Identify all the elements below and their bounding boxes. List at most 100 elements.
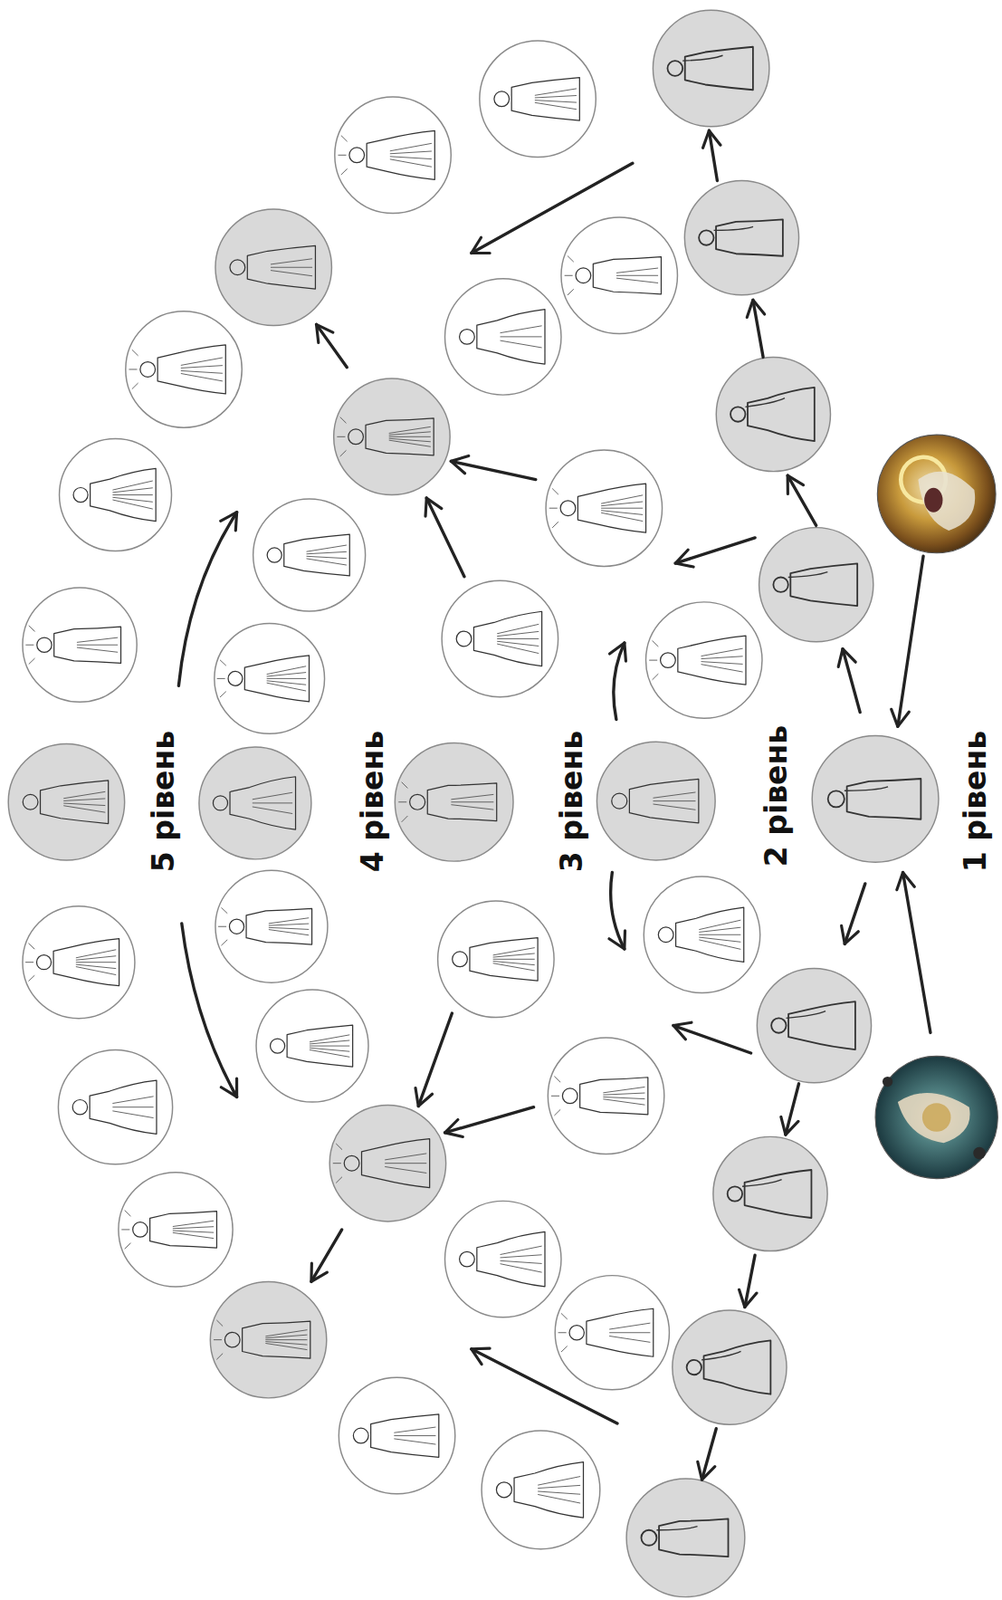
- flow-arrow: [450, 460, 536, 479]
- sketch-fold: [384, 1162, 427, 1164]
- sketch-head: [410, 793, 426, 810]
- sketch-circle: [445, 278, 562, 395]
- sketch-circle: [811, 735, 939, 863]
- sketch-fold: [616, 267, 659, 273]
- flow-arrow: [785, 1083, 800, 1135]
- sketch-circle: [329, 1104, 446, 1221]
- sketch-circle: [334, 378, 450, 495]
- sketch-body: [427, 782, 497, 821]
- costume-sketch: [394, 742, 514, 861]
- flow-arrow: [178, 512, 237, 687]
- sketch-circle: [479, 40, 596, 157]
- sketch-head: [72, 1098, 87, 1114]
- photo-circle: [875, 1055, 998, 1178]
- sketch-circle: [57, 1049, 172, 1165]
- costume-sketch: [596, 741, 716, 860]
- sketch-head: [730, 406, 745, 421]
- level-label: 2 рівень: [757, 725, 793, 867]
- sketch-halo: [121, 1210, 131, 1250]
- sketch-halo: [218, 906, 228, 945]
- sketch-body: [242, 1320, 311, 1358]
- sketch-fold: [112, 1106, 153, 1107]
- sketch-fold: [181, 365, 223, 369]
- sketch-body: [371, 1413, 439, 1458]
- sketch-head: [569, 1325, 584, 1340]
- sketch-fold: [76, 955, 116, 961]
- sketch-fold: [500, 340, 543, 348]
- photo-halo: [922, 1102, 952, 1132]
- sketch-head: [212, 795, 228, 811]
- sketch-fold: [172, 1231, 214, 1238]
- sketch-fold: [393, 1434, 436, 1436]
- sketch-head: [452, 951, 468, 967]
- sketch-body: [365, 418, 434, 456]
- sketch-fold: [306, 544, 347, 552]
- sketch-body: [469, 937, 538, 982]
- sketch-body: [89, 1079, 157, 1134]
- flow-arrow: [181, 923, 238, 1098]
- photo-planet: [882, 1076, 893, 1087]
- sketch-head: [456, 630, 472, 647]
- sketch-fold: [788, 572, 829, 578]
- sketch-fold: [309, 1045, 350, 1047]
- sketch-fold: [493, 963, 535, 971]
- sketch-fold: [112, 1096, 153, 1104]
- sketch-fold: [496, 638, 539, 640]
- sketch-circle: [596, 741, 716, 860]
- sketch-fold: [76, 644, 118, 646]
- sketch-fold: [384, 1153, 427, 1160]
- sketch-fold: [609, 1322, 650, 1329]
- flow-arrow: [753, 299, 764, 357]
- sketch-halo: [551, 1076, 561, 1116]
- sketch-body: [790, 563, 858, 606]
- sketch-halo: [648, 639, 659, 679]
- sketch-fold: [537, 1490, 581, 1494]
- sketch-head: [229, 918, 244, 934]
- sketch-fold: [63, 805, 105, 812]
- costume-sketch: [215, 209, 332, 325]
- sketch-fold: [701, 1350, 742, 1360]
- flow-arrow: [471, 162, 633, 253]
- costume-sketch: [215, 869, 328, 983]
- sketch-halo: [336, 417, 346, 457]
- sketch-body: [90, 467, 157, 521]
- costume-sketch: [199, 746, 312, 859]
- sketch-head: [560, 500, 576, 516]
- flow-arrow: [675, 537, 755, 564]
- sketch-body: [788, 1001, 856, 1050]
- photo-figure: [917, 471, 975, 531]
- sketch-fold: [181, 357, 223, 365]
- sketch-fold: [609, 1335, 650, 1342]
- sketch-body: [747, 387, 815, 441]
- sketch-head: [494, 91, 510, 107]
- sketch-fold: [63, 802, 105, 805]
- flow-arrow: [787, 475, 817, 525]
- level-label: 1 рівень: [956, 730, 993, 872]
- sketch-circle: [545, 449, 662, 566]
- costume-sketch: [445, 278, 562, 395]
- sketch-circle: [715, 356, 831, 471]
- photo-circle: [877, 434, 996, 554]
- sketch-fold: [602, 1086, 645, 1092]
- sketch-body: [511, 77, 580, 122]
- sketch-circle: [626, 1478, 745, 1597]
- sketch-fold: [744, 398, 785, 408]
- sketch-circle: [756, 967, 871, 1082]
- sketch-fold: [181, 370, 223, 373]
- costume-sketch: [481, 1430, 601, 1549]
- sketch-fold: [267, 677, 306, 679]
- sketch-body: [362, 1138, 430, 1188]
- sketch-fold: [76, 637, 118, 642]
- costume-sketch: [438, 900, 554, 1017]
- sketch-fold: [701, 664, 744, 672]
- sketch-fold: [534, 95, 577, 98]
- sketch-fold: [112, 494, 153, 496]
- flow-arrow: [445, 1106, 535, 1133]
- costume-sketch: [125, 311, 242, 428]
- sketch-head: [353, 1427, 369, 1443]
- sketch-body: [54, 626, 122, 663]
- costume-sketch: [441, 580, 558, 697]
- sketch-body: [580, 1077, 649, 1115]
- sketch-fold: [393, 1438, 436, 1444]
- flow-arrow: [311, 1229, 343, 1281]
